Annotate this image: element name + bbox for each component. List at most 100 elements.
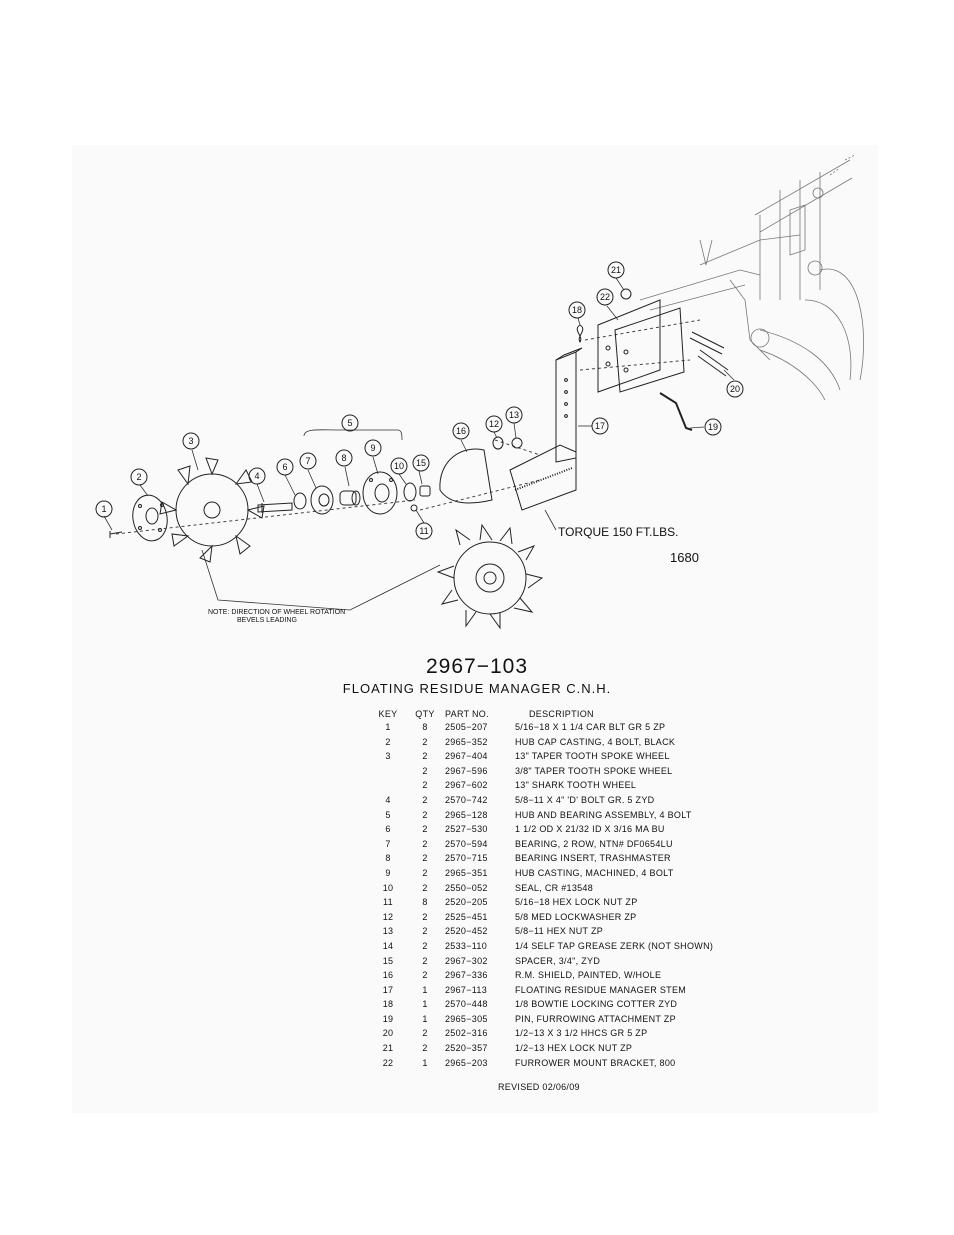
cell-part-no: 2967−596 [445,765,488,776]
cell-part-no: 2520−205 [445,897,488,908]
cell-key: 10 [382,882,394,893]
mount-bracket [597,299,685,393]
cell-description: SEAL, CR #13548 [515,882,594,893]
assembly-name: FLOATING RESIDUE MANAGER C.N.H. [342,681,612,696]
cell-key [365,778,411,793]
hex-lock-nut-bracket [620,288,632,300]
cell-qty: 2 [422,1028,428,1039]
cell-part-no: 2533−110 [445,940,488,951]
cell-part-no: 2570−448 [445,999,488,1010]
cell-description: 5/8−11 HEX NUT ZP [515,926,604,937]
table-header: KEY QTY PART NO. DESCRIPTION [365,709,713,720]
rotation-note-line2: BEVELS LEADING [237,617,297,624]
cell-description: 1 1/2 OD X 21/32 ID X 3/16 MA BU [515,824,665,835]
header-key: KEY [378,709,398,719]
cell-key: 5 [385,809,391,820]
callout-5: 5 [347,418,352,428]
cell-part-no: 2965−352 [445,736,488,747]
cell-qty: 2 [422,853,428,864]
header-qty: QTY [415,709,435,719]
cell-qty: 1 [422,999,428,1010]
part-number-title: 2967−103 [425,655,529,678]
taper-tooth-wheel [159,457,265,563]
cell-description: HUB CAP CASTING, 4 BOLT, BLACK [515,736,676,747]
hub-casting [362,471,398,515]
cell-description: HUB AND BEARING ASSEMBLY, 4 BOLT [515,809,692,820]
cell-description: 5/8−11 X 4" 'D' BOLT GR. 5 ZYD [515,794,655,805]
cell-description: 13" TAPER TOOTH SPOKE WHEEL [515,751,670,762]
cell-qty: 2 [422,794,428,805]
cell-description: BEARING INSERT, TRASHMASTER [515,853,671,864]
callout-2: 2 [136,472,141,482]
hub-cap [132,494,168,542]
cell-qty: 2 [422,1043,428,1054]
cell-qty: 2 [422,867,428,878]
cell-key: 11 [383,897,393,908]
cell-part-no: 2520−452 [445,926,488,937]
cell-description: SPACER, 3/4", ZYD [515,955,601,966]
cell-description: HUB CASTING, MACHINED, 4 BOLT [515,867,674,878]
cell-description: FLOATING RESIDUE MANAGER STEM [515,984,687,995]
rm-shield [439,448,493,504]
cell-description: FURROWER MOUNT BRACKET, 800 [515,1057,676,1068]
callout-16: 16 [456,426,466,436]
drawing-sheet [72,145,878,1113]
cell-description: PIN, FURROWING ATTACHMENT ZP [515,1013,676,1024]
callout-3: 3 [188,436,193,446]
cell-part-no: 2967−302 [445,955,488,966]
callout-13: 13 [509,410,519,420]
callout-18: 18 [572,305,582,315]
cell-description: 1/2−13 X 3 1/2 HHCS GR 5 ZP [515,1028,648,1039]
callout-8: 8 [341,453,346,463]
cell-key: 1 [385,722,391,732]
cell-key: 22 [382,1057,394,1068]
cell-qty: 2 [422,838,428,849]
cell-qty: 2 [422,970,428,981]
cell-part-no: 2527−530 [445,824,488,835]
cell-part-no: 2965−203 [445,1057,488,1068]
cell-part-no: 2967−336 [445,970,488,981]
washer [293,492,307,510]
cell-key: 18 [382,999,394,1010]
cell-part-no: 2520−357 [445,1043,488,1054]
cell-qty: 2 [422,765,428,776]
hex-lock-nut [410,504,418,512]
callout-7: 7 [305,456,310,466]
bearing-insert [339,490,361,506]
cell-qty: 2 [422,955,428,966]
cell-description: 5/8 MED LOCKWASHER ZP [515,911,637,922]
callout-10: 10 [394,461,404,471]
cell-part-no: 2502−316 [445,1028,488,1039]
cell-key: 15 [382,955,394,966]
cell-description: 1/2−13 HEX LOCK NUT ZP [515,1043,633,1054]
cell-qty: 2 [422,940,428,951]
cell-qty: 2 [422,780,428,791]
cell-description: 1/4 SELF TAP GREASE ZERK (NOT SHOWN) [515,940,714,951]
cell-key: 9 [385,867,391,878]
assembly-lines [115,319,701,535]
cell-key: 8 [385,853,391,864]
callout-labels: 1 2 3 4 6 7 8 9 5 10 15 11 16 12 13 17 1… [101,265,740,536]
callout-4: 4 [254,471,259,481]
cell-qty: 1 [422,1013,428,1024]
callout-19: 19 [708,422,718,432]
lockwasher [492,436,504,450]
callout-20: 20 [730,384,740,394]
bowtie-cotter [576,324,584,343]
